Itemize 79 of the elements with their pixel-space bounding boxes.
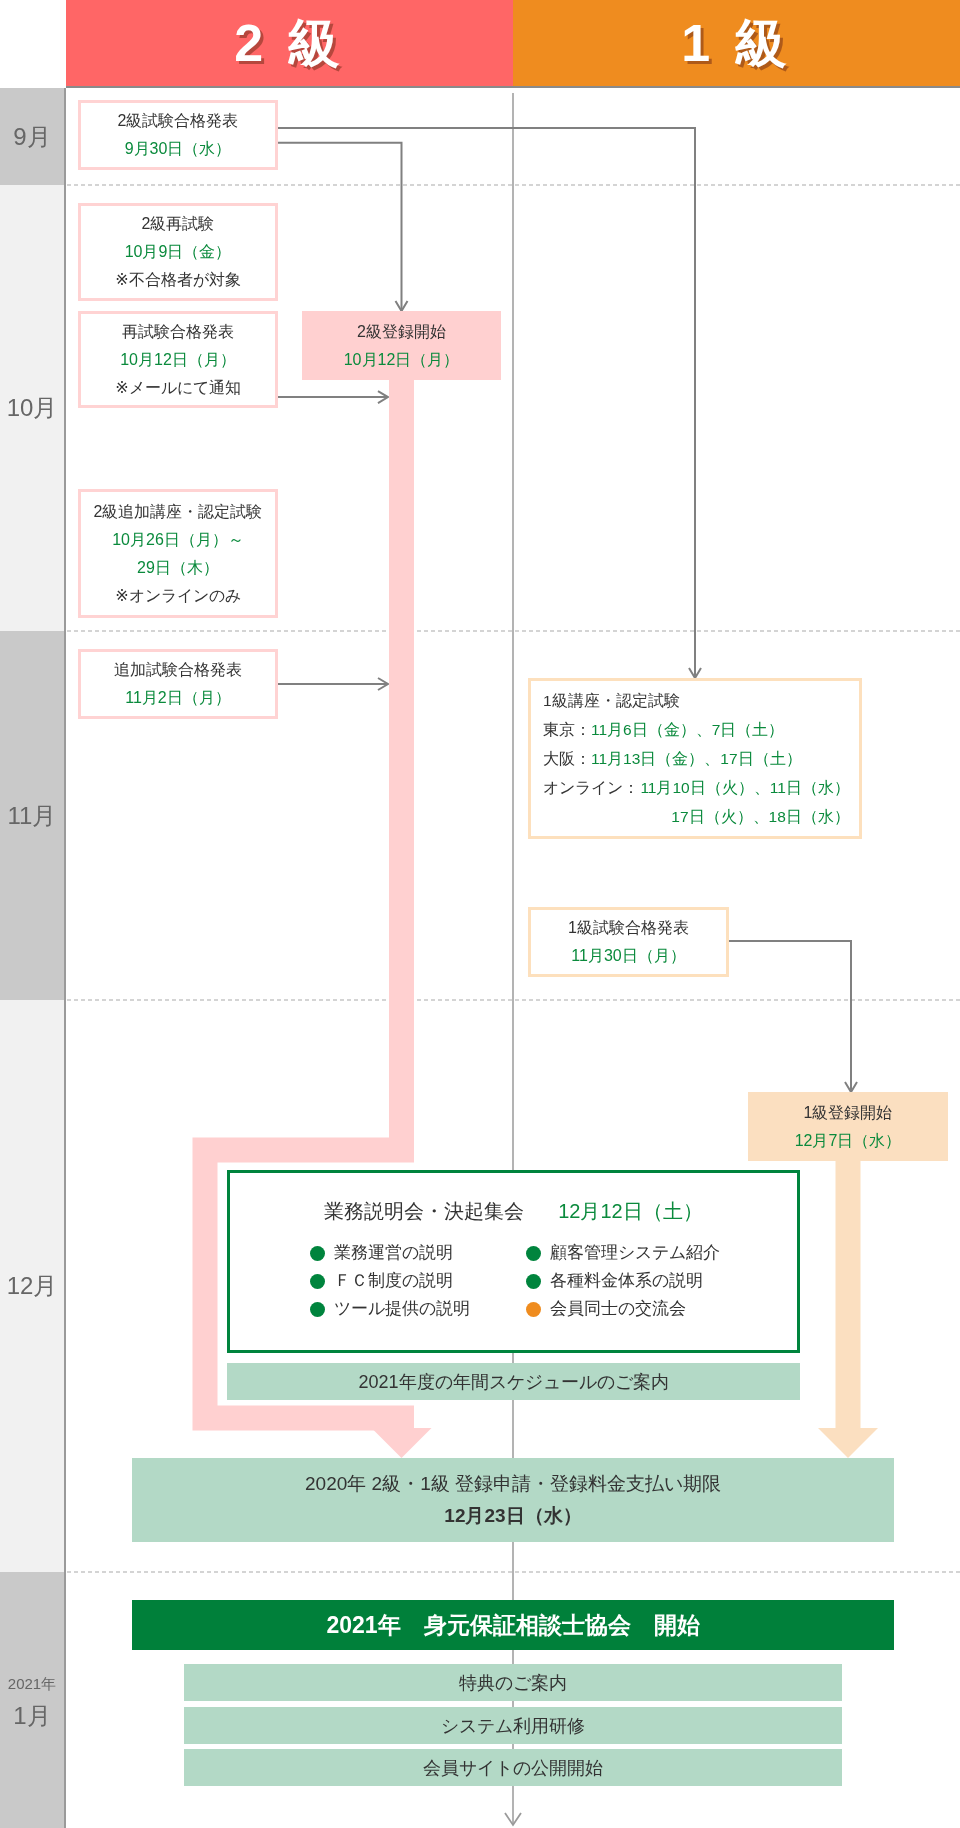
event-date: 11月6日（金）、7日（土） [591,720,785,740]
registration-box [302,311,501,380]
month-cell [0,88,66,185]
arrow [277,390,389,405]
info-text: 会員サイトの公開開始 [423,1756,603,1780]
event-title: 2級再試験 [141,214,215,234]
info-text: 2021年度の年間スケジュールのご案内 [358,1370,669,1394]
event-box [528,907,729,977]
info-band [227,1363,800,1400]
month-cell [0,1572,66,1828]
lane-header [66,0,513,88]
arrow [728,940,858,1093]
event-title: 2級追加講座・認定試験 [93,501,263,522]
event-date: 11月13日（金）、17日（土） [591,749,802,769]
event-title: 追加試験合格発表 [114,660,242,680]
year-label: 2021年 [7,1674,57,1694]
lane-header [513,0,960,88]
briefing-title: 業務説明会・決起集会 [324,1199,525,1224]
event-title: 1級試験合格発表 [568,918,689,938]
event-date: 10月26日（月）～29日（木） [111,529,245,578]
event-box [78,311,278,408]
agenda-item: 会員同士の交流会 [550,1298,686,1320]
month-cell [0,1000,66,1572]
month-label: 10月 [6,393,58,423]
event-box [78,100,278,170]
arrow [277,677,389,691]
course-box [528,678,862,839]
event-date: 12月12日（土） [558,1199,703,1224]
block-arrow [818,1161,878,1458]
event-date: 11月10日（火）、11日（水）17日（火）、18日（水） [639,778,850,827]
course-title: 1級講座・認定試験 [543,691,680,711]
briefing-box [227,1170,800,1353]
info-band [184,1707,842,1744]
info-text: システム利用研修 [441,1714,585,1738]
event-note: ※不合格者が対象 [115,270,241,290]
event-box [78,489,278,618]
month-label: 9月 [13,121,51,152]
event-date: 10月12日（月） [343,349,460,370]
deadline-text: 2020年 2級・1級 登録申請・登録料金支払い期限 [305,1472,721,1496]
agenda-item: ＦＣ制度の説明 [334,1270,453,1292]
agenda-item: 業務運営の説明 [334,1242,453,1264]
event-box [78,203,278,301]
event-title: 2級試験合格発表 [117,111,239,131]
info-text: 特典のご案内 [459,1671,567,1695]
banner-text: 2021年 身元保証相談士協会 開始 [326,1610,700,1640]
info-band [184,1749,842,1786]
agenda-item: 顧客管理システム紹介 [550,1242,720,1264]
event-date: 10月12日（月） [120,349,236,370]
event-date: 12月7日（水） [794,1130,902,1151]
event-title: 再試験合格発表 [122,321,234,342]
venue-label: 大阪： [543,749,591,769]
event-title: 2級登録開始 [357,321,446,342]
event-date: 11月2日（月） [125,688,231,708]
info-band [184,1664,842,1701]
deadline-band [132,1458,894,1542]
month-label: 11月 [7,800,57,831]
month-cell [0,185,66,631]
deadline-date: 12月23日（水） [444,1504,582,1528]
event-note: ※オンラインのみ [115,585,241,606]
arrow [277,141,409,312]
start-banner [132,1600,894,1650]
agenda-item: ツール提供の説明 [334,1298,470,1320]
event-date: 10月9日（金） [124,242,232,262]
agenda-item: 各種料金体系の説明 [550,1270,703,1292]
lane-title: 2 級 [234,13,345,73]
month-label: 12月 [6,1271,58,1301]
lane-title: 1 級 [681,13,792,73]
month-label: 1月 [13,1701,51,1731]
event-note: ※メールにて通知 [115,377,241,398]
block-arrow [192,380,432,1458]
registration-box [748,1092,948,1161]
event-date: 9月30日（水） [124,139,232,159]
venue-label: 東京： [543,720,591,740]
event-date: 11月30日（月） [571,946,686,966]
venue-label: オンライン： [543,778,639,798]
event-title: 1級登録開始 [803,1102,893,1123]
month-cell [0,631,66,1000]
event-box [78,649,278,719]
arrow [277,127,702,679]
